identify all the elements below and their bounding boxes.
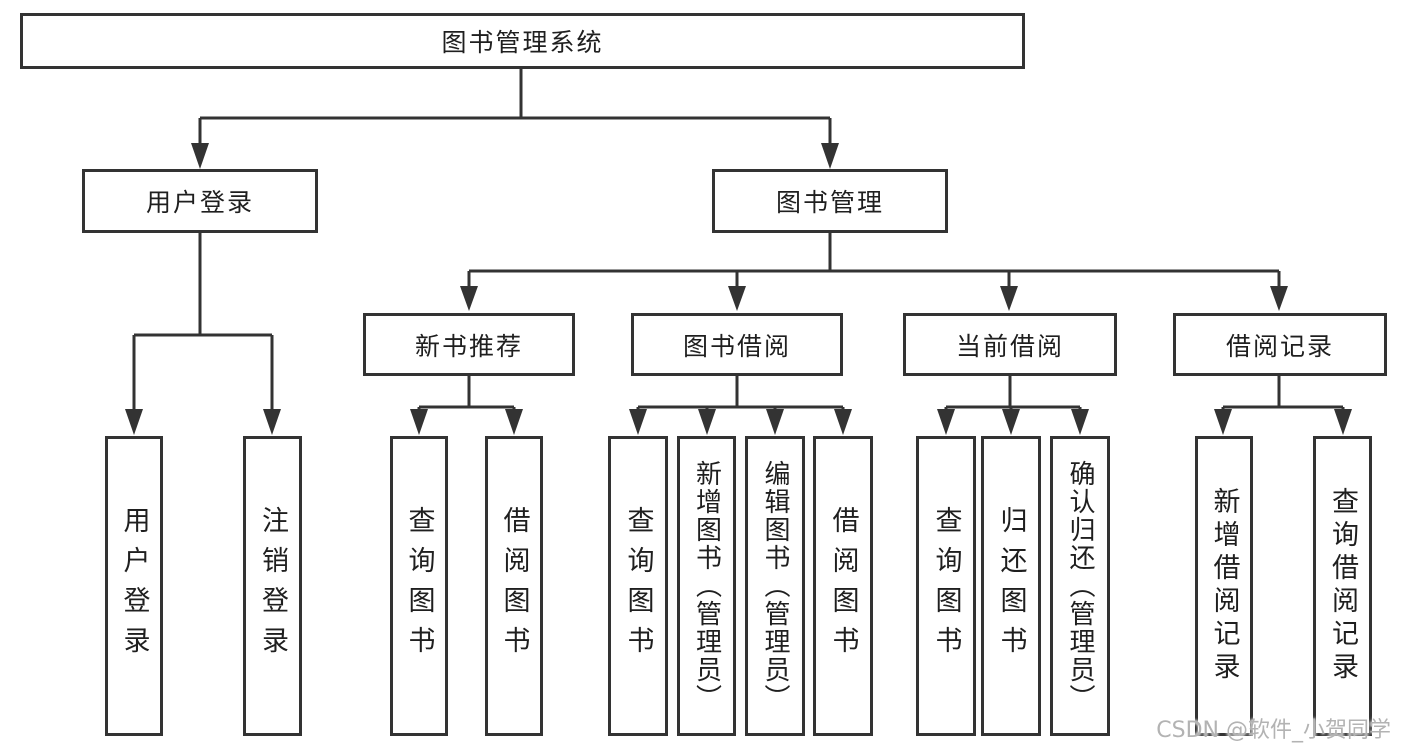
node-root: 图书管理系统 bbox=[20, 13, 1025, 69]
node-root-label: 图书管理系统 bbox=[441, 28, 604, 57]
node-book-management: 图书管理 bbox=[712, 169, 948, 233]
leaf-current-query-books-label: 查询图书 bbox=[930, 506, 962, 666]
leaf-borrowing-add-books-admin-label: 新增图书（管理员） bbox=[691, 460, 722, 712]
leaf-borrowing-add-books-admin: 新增图书（管理员） bbox=[677, 436, 736, 736]
leaf-borrowing-query-books: 查询图书 bbox=[608, 436, 668, 736]
leaf-records-query-record-label: 查询借阅记录 bbox=[1327, 487, 1358, 685]
node-new-book-recommend-label: 新书推荐 bbox=[414, 331, 523, 361]
leaf-logout-label: 注销登录 bbox=[257, 506, 288, 666]
leaf-current-confirm-return-admin-label: 确认归还（管理员） bbox=[1065, 460, 1095, 712]
leaf-newbooks-borrow-books: 借阅图书 bbox=[485, 436, 543, 736]
leaf-borrowing-borrow-books-label: 借阅图书 bbox=[827, 506, 859, 666]
leaf-borrowing-query-books-label: 查询图书 bbox=[622, 506, 654, 666]
leaf-current-confirm-return-admin: 确认归还（管理员） bbox=[1050, 436, 1110, 736]
leaf-newbooks-query-books-label: 查询图书 bbox=[403, 506, 435, 666]
leaf-borrowing-borrow-books: 借阅图书 bbox=[813, 436, 873, 736]
node-new-book-recommend: 新书推荐 bbox=[363, 313, 575, 376]
node-current-borrowing-label: 当前借阅 bbox=[955, 331, 1064, 361]
arrowhead-icons bbox=[125, 143, 1352, 435]
leaf-current-return-books: 归还图书 bbox=[981, 436, 1041, 736]
leaf-user-login: 用户登录 bbox=[105, 436, 163, 736]
node-current-borrowing: 当前借阅 bbox=[903, 313, 1117, 376]
node-book-borrowing: 图书借阅 bbox=[631, 313, 843, 376]
leaf-newbooks-query-books: 查询图书 bbox=[390, 436, 448, 736]
leaf-current-return-books-label: 归还图书 bbox=[995, 506, 1027, 666]
node-user-login-label: 用户登录 bbox=[145, 188, 254, 217]
node-user-login: 用户登录 bbox=[82, 169, 318, 233]
leaf-records-add-record-label: 新增借阅记录 bbox=[1208, 487, 1240, 685]
csdn-watermark: CSDN @软件_小贺同学 bbox=[1156, 718, 1391, 743]
leaf-borrowing-edit-books-admin-label: 编辑图书（管理员） bbox=[760, 460, 790, 712]
leaf-logout: 注销登录 bbox=[243, 436, 302, 736]
leaf-records-add-record: 新增借阅记录 bbox=[1195, 436, 1253, 736]
leaf-borrowing-edit-books-admin: 编辑图书（管理员） bbox=[745, 436, 805, 736]
node-borrowing-records: 借阅记录 bbox=[1173, 313, 1387, 376]
leaf-user-login-label: 用户登录 bbox=[118, 506, 150, 666]
node-book-borrowing-label: 图书借阅 bbox=[682, 331, 791, 361]
leaf-newbooks-borrow-books-label: 借阅图书 bbox=[498, 506, 530, 666]
node-book-management-label: 图书管理 bbox=[775, 188, 884, 217]
node-borrowing-records-label: 借阅记录 bbox=[1225, 331, 1334, 361]
leaf-current-query-books: 查询图书 bbox=[916, 436, 976, 736]
leaf-records-query-record: 查询借阅记录 bbox=[1313, 436, 1372, 736]
